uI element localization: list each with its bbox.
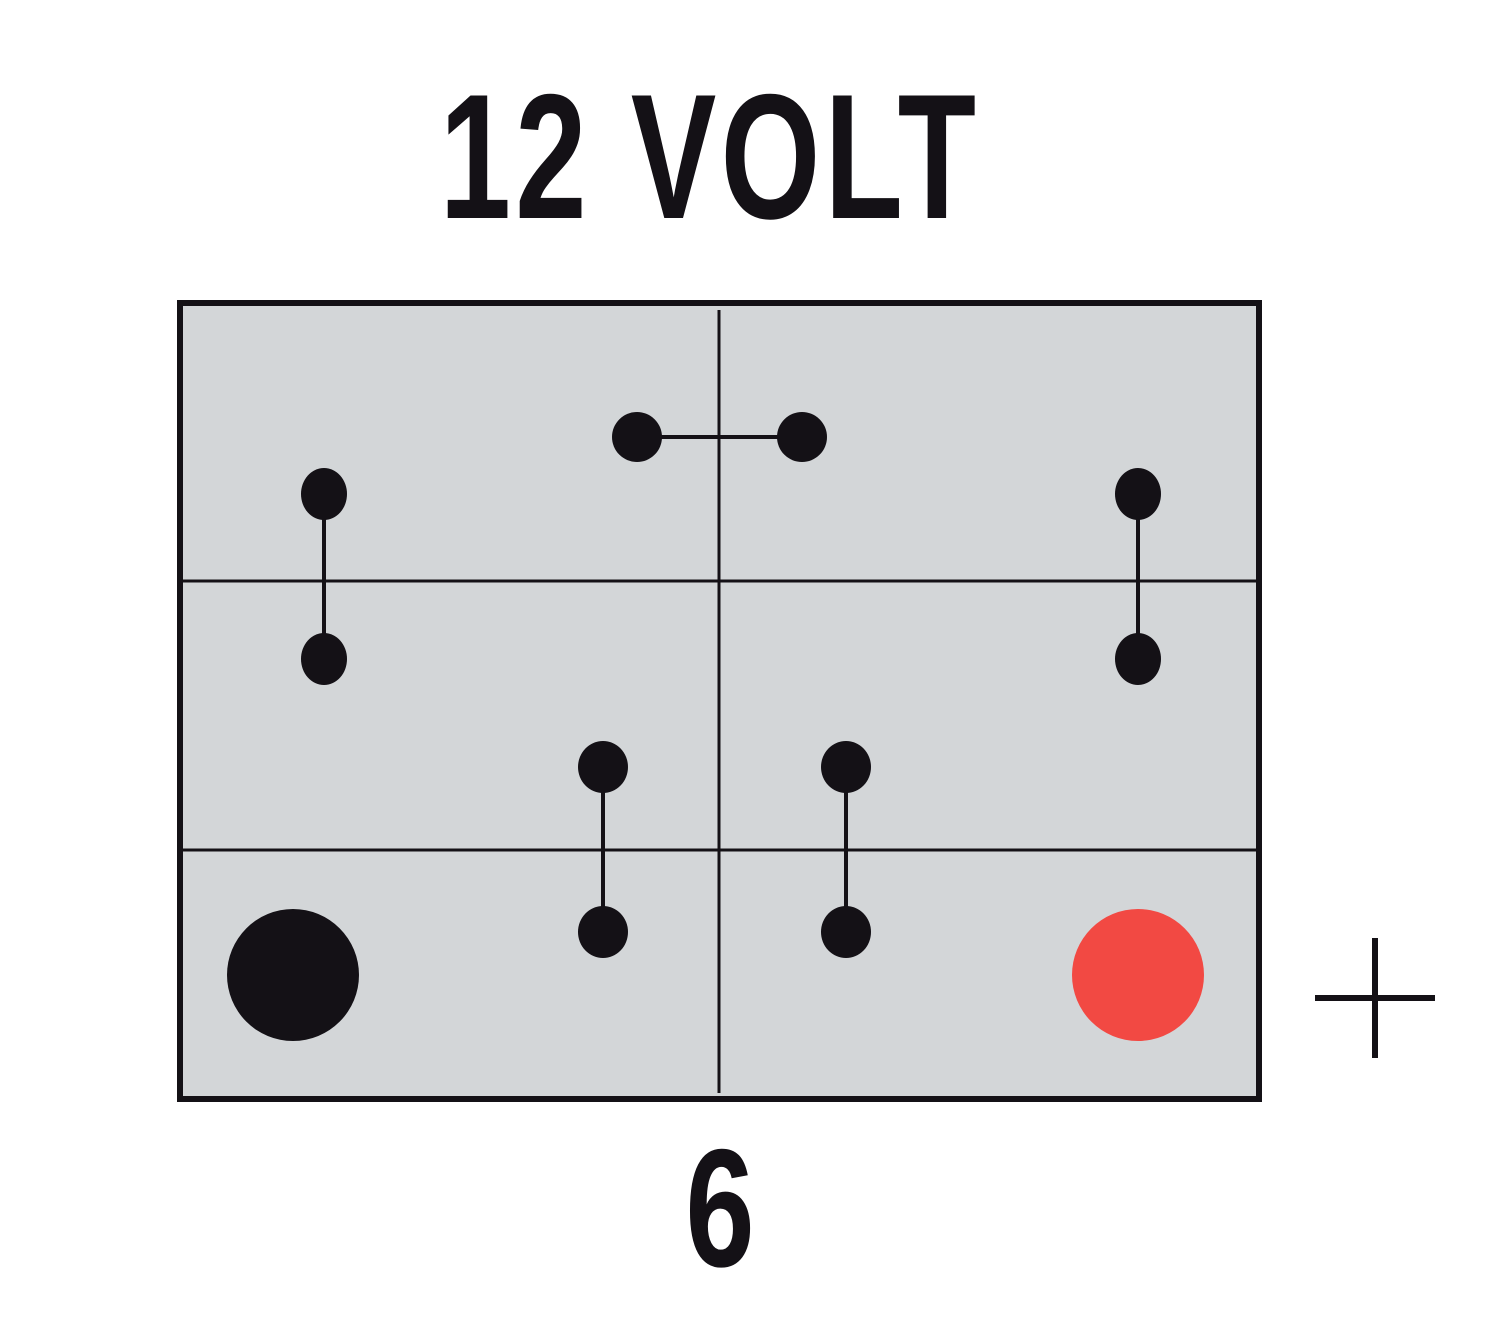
cell-post-dot [1115, 633, 1161, 685]
connector-center-left-vertical [578, 741, 628, 958]
cell-post-dot [578, 906, 628, 958]
cell-post-dot [578, 741, 628, 793]
layout-number: 6 [685, 1114, 755, 1302]
cell-post-dot [1115, 468, 1161, 520]
connector-left-vertical [301, 468, 347, 685]
voltage-title: 12 VOLT [439, 57, 981, 256]
positive-terminal [1072, 909, 1204, 1041]
plus-icon [1315, 938, 1435, 1058]
cell-post-dot [777, 412, 827, 462]
cell-post-dot [301, 468, 347, 520]
cell-post-dot [301, 633, 347, 685]
connector-top-horizontal [612, 412, 827, 462]
cell-post-dot [821, 741, 871, 793]
cell-post-dot [821, 906, 871, 958]
cell-post-dot [612, 412, 662, 462]
negative-terminal [227, 909, 359, 1041]
connector-right-vertical [1115, 468, 1161, 685]
connector-center-right-vertical [821, 741, 871, 958]
